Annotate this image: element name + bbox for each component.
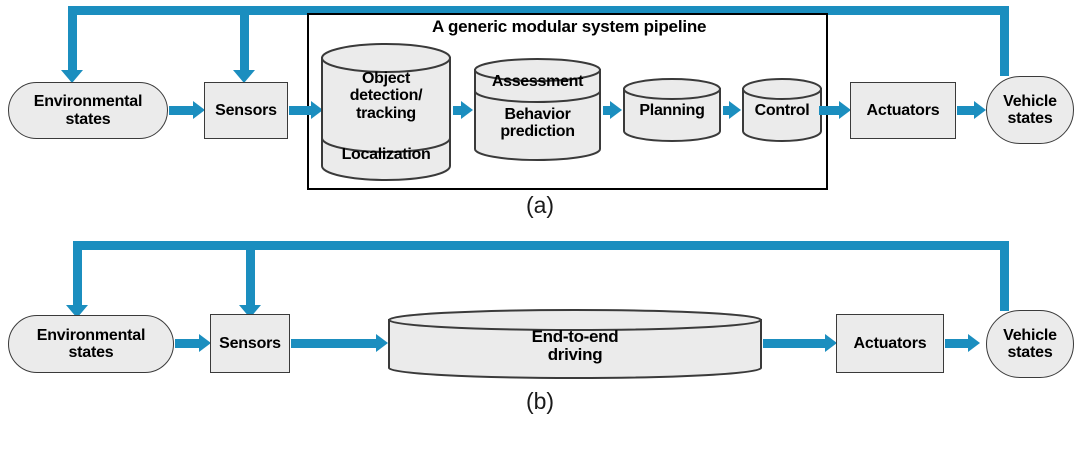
panel-a-connector-assessment-to-planning [603, 106, 613, 115]
panel-a-arrowhead-perception-to-assessment [461, 101, 473, 119]
panel-a-arrowhead-planning-to-control [729, 101, 741, 119]
panel-a-connector-env-to-sensors [169, 106, 195, 115]
panel-a-node-sensors[interactable]: Sensors [204, 82, 288, 139]
panel-a-env-line-2: states [65, 110, 111, 128]
panel-a-connector-perception-to-assessment [453, 106, 464, 115]
panel-b-env-line-1: Environmental [36, 326, 146, 344]
panel-b-node-actuators[interactable]: Actuators [836, 314, 944, 373]
panel-b-feedback-bus-horizontal [73, 241, 1009, 250]
panel-b-vehicle-states-label: Vehicle states [1003, 327, 1057, 362]
panel-b-sensors-label: Sensors [219, 334, 281, 352]
panel-a-arrowhead-to-environment [61, 70, 83, 83]
panel-b-node-end-to-end-driving[interactable]: End-to-end driving [387, 309, 763, 381]
panel-a-env-line-1: Environmental [33, 93, 143, 111]
panel-b-veh-line-1: Vehicle [1003, 326, 1057, 344]
panel-a-arrowhead-assessment-to-planning [610, 101, 622, 119]
panel-a-feedback-bus-horizontal [68, 6, 1009, 15]
panel-b-arrowhead-sensors-to-e2e [376, 334, 388, 352]
panel-b-environmental-states-label: Environmental states [37, 327, 146, 362]
panel-a-node-planning-cylinder[interactable]: Planning [622, 78, 722, 143]
panel-b-feedback-riser-vehicle [1000, 241, 1009, 311]
panel-a-sensors-label: Sensors [215, 101, 277, 119]
panel-a-feedback-riser-vehicle [1000, 6, 1009, 76]
panel-b-feedback-drop-to-sensors [246, 241, 255, 307]
end-to-end-cylinder-shape [388, 309, 762, 379]
panel-a-arrowhead-to-sensors [233, 70, 255, 83]
panel-b-arrowhead-actuators-to-vehicle [968, 334, 980, 352]
panel-b-connector-env-to-sensors [175, 339, 201, 348]
panel-a-connector-actuators-to-vehicle [957, 106, 977, 115]
panel-b-connector-e2e-to-actuators [763, 339, 828, 348]
panel-a-connector-planning-to-control [723, 106, 732, 115]
panel-a-feedback-drop-to-sensors [240, 6, 249, 72]
panel-a-connector-sensors-to-perception [289, 106, 314, 115]
control-cylinder-shape [742, 78, 822, 142]
panel-a-arrowhead-sensors-to-perception [311, 101, 323, 119]
panel-a-node-actuators[interactable]: Actuators [850, 82, 956, 139]
panel-b-arrowhead-e2e-to-actuators [825, 334, 837, 352]
panel-a-actuators-label: Actuators [866, 101, 940, 119]
panel-a-connector-control-to-actuators [819, 106, 842, 115]
panel-a-veh-line-1: Vehicle [1003, 92, 1057, 110]
panel-a-feedback-drop-to-environment [68, 6, 77, 72]
panel-a-arrowhead-env-to-sensors [193, 101, 205, 119]
planning-cylinder-shape [623, 78, 721, 142]
panel-b-node-sensors[interactable]: Sensors [210, 314, 290, 373]
panel-b-node-vehicle-states[interactable]: Vehicle states [986, 310, 1074, 378]
panel-a-arrowhead-control-to-actuators [839, 101, 851, 119]
panel-a-node-assessment-cylinder[interactable]: Assessment Behavior prediction [473, 58, 602, 163]
panel-b-actuators-label: Actuators [853, 334, 927, 352]
panel-a-veh-line-2: states [1007, 110, 1053, 127]
panel-a-node-environmental-states[interactable]: Environmental states [8, 82, 168, 139]
panel-a-pipeline-frame [307, 13, 828, 190]
panel-b-feedback-drop-to-environment [73, 241, 82, 307]
panel-a-arrowhead-actuators-to-vehicle [974, 101, 986, 119]
panel-b-node-environmental-states[interactable]: Environmental states [8, 315, 174, 373]
panel-b-caption: (b) [525, 388, 555, 414]
panel-a-vehicle-states-label: Vehicle states [1003, 93, 1057, 128]
panel-a-node-control-cylinder[interactable]: Control [741, 78, 823, 143]
panel-a-caption: (a) [525, 192, 555, 218]
panel-b-env-line-2: states [68, 344, 114, 361]
panel-b-arrowhead-env-to-sensors [199, 334, 211, 352]
panel-b-connector-sensors-to-e2e [291, 339, 379, 348]
panel-a-node-perception-cylinder[interactable]: Object detection/ tracking Localization [320, 42, 452, 182]
assessment-cylinder-shape [474, 58, 601, 161]
panel-b-veh-line-2: states [1007, 344, 1053, 361]
panel-a-environmental-states-label: Environmental states [34, 93, 143, 128]
panel-b-connector-actuators-to-vehicle [945, 339, 971, 348]
panel-a-pipeline-frame-title: A generic modular system pipeline [432, 17, 707, 36]
perception-cylinder-shape [321, 43, 451, 181]
panel-a-node-vehicle-states[interactable]: Vehicle states [986, 76, 1074, 144]
